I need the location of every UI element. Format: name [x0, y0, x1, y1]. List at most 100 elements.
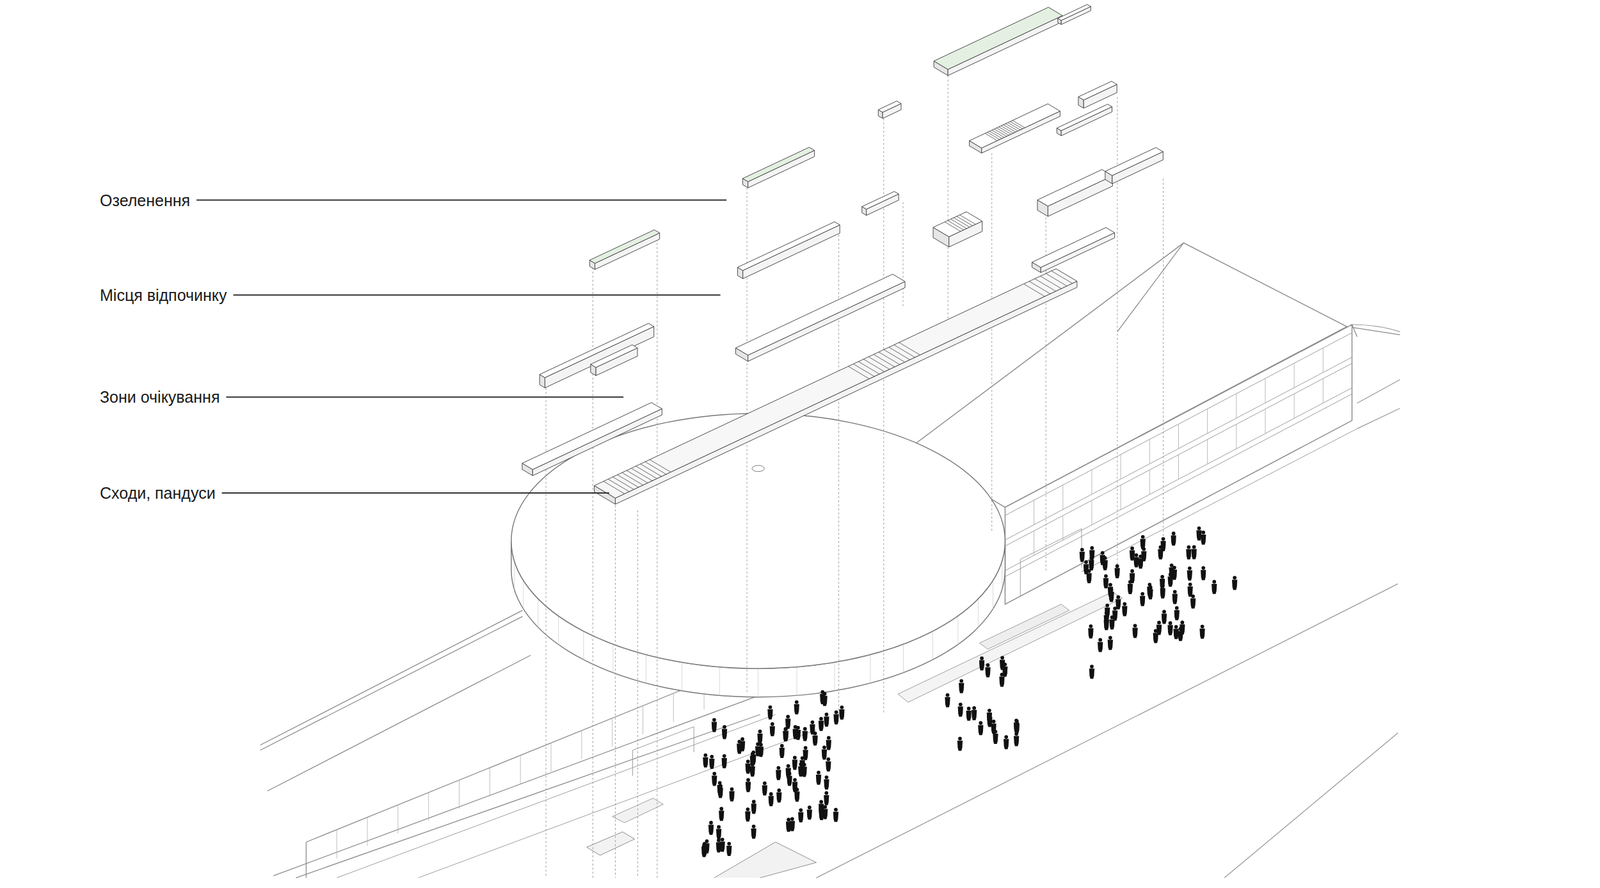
person-head — [972, 705, 976, 710]
element-top — [736, 273, 905, 356]
outline-line — [522, 580, 524, 610]
outline-line — [458, 779, 460, 809]
person-head — [762, 780, 767, 785]
person-body — [721, 728, 728, 739]
step-line — [894, 344, 916, 358]
person-body — [792, 759, 798, 770]
person-body — [1200, 534, 1206, 545]
person-head — [1162, 609, 1167, 614]
projection-line — [656, 234, 658, 878]
person-figure — [1100, 551, 1106, 566]
outline-line — [833, 661, 835, 691]
person-body — [782, 730, 788, 742]
person-body — [1191, 549, 1197, 560]
person-head — [1147, 582, 1152, 587]
person-head — [1122, 601, 1127, 606]
person-figure — [1161, 609, 1167, 624]
person-body — [1089, 668, 1095, 679]
person-body — [1171, 535, 1177, 546]
person-figure — [1086, 568, 1092, 584]
person-body — [1190, 598, 1196, 609]
person-head — [958, 702, 963, 706]
person-head — [792, 777, 797, 782]
person-head — [755, 741, 760, 746]
outline-line — [1235, 424, 1237, 449]
person-head — [794, 700, 799, 704]
outline-line — [1062, 515, 1064, 540]
person-body — [1088, 560, 1094, 571]
person-body — [818, 803, 824, 814]
person-head — [780, 743, 784, 748]
step-line — [608, 478, 630, 492]
person-head — [716, 824, 721, 829]
person-figure — [721, 724, 728, 739]
person-head — [987, 708, 992, 713]
person-head — [834, 709, 839, 714]
outline-line — [673, 693, 674, 722]
person-head — [1197, 526, 1202, 530]
element-front — [748, 150, 815, 188]
person-body — [717, 784, 723, 795]
element-top — [862, 191, 899, 210]
person-head — [1192, 544, 1197, 549]
person-head — [752, 824, 756, 829]
doorway — [632, 726, 695, 776]
person-figure — [958, 702, 964, 717]
person-body — [1112, 610, 1118, 621]
person-body — [819, 693, 825, 704]
person-body — [1097, 641, 1103, 653]
person-head — [824, 791, 829, 795]
element-top — [878, 101, 902, 113]
element-top — [933, 7, 1063, 70]
person-figure — [823, 791, 829, 806]
step-line — [853, 363, 875, 377]
person-body — [966, 710, 972, 721]
person-body — [716, 828, 722, 840]
person-figure — [755, 741, 761, 756]
person-figure — [816, 770, 822, 785]
person-body — [1139, 595, 1145, 607]
person-figure — [745, 759, 751, 774]
person-head — [786, 817, 791, 822]
person-head — [1115, 563, 1120, 568]
person-body — [1187, 570, 1193, 581]
person-figure — [833, 807, 839, 822]
outline-line — [977, 598, 979, 628]
person-head — [839, 705, 844, 710]
person-figure — [1232, 575, 1238, 590]
outline-line — [645, 654, 647, 684]
person-body — [833, 811, 839, 822]
seating-element — [1105, 147, 1163, 184]
outline-line — [537, 598, 539, 628]
person-figure — [826, 736, 832, 751]
person-head — [1130, 568, 1135, 573]
step-line — [603, 481, 625, 495]
person-body — [1103, 577, 1109, 589]
person-head — [824, 712, 829, 717]
outline-line — [1224, 732, 1398, 878]
outline-line — [642, 705, 644, 735]
person-head — [783, 727, 788, 731]
person-body — [1199, 628, 1205, 639]
outline-line — [612, 643, 614, 673]
person-figure — [744, 807, 751, 822]
person-figure — [825, 757, 831, 772]
outline-line — [336, 829, 338, 859]
outline-line — [1117, 242, 1184, 332]
outline-line — [1264, 408, 1266, 434]
escalator — [714, 841, 816, 878]
person-head — [978, 720, 983, 725]
step-line — [1023, 283, 1045, 297]
person-body — [992, 733, 998, 744]
projection-line — [903, 202, 904, 307]
person-figure — [716, 838, 722, 853]
steps-strip — [979, 604, 1070, 649]
person-body — [768, 795, 774, 806]
person-figure — [1167, 620, 1173, 635]
person-figure — [1190, 593, 1196, 608]
person-head — [1201, 565, 1206, 570]
person-body — [944, 696, 950, 708]
outline-line — [1081, 428, 1357, 572]
person-head — [819, 799, 824, 804]
step-line — [631, 467, 653, 481]
